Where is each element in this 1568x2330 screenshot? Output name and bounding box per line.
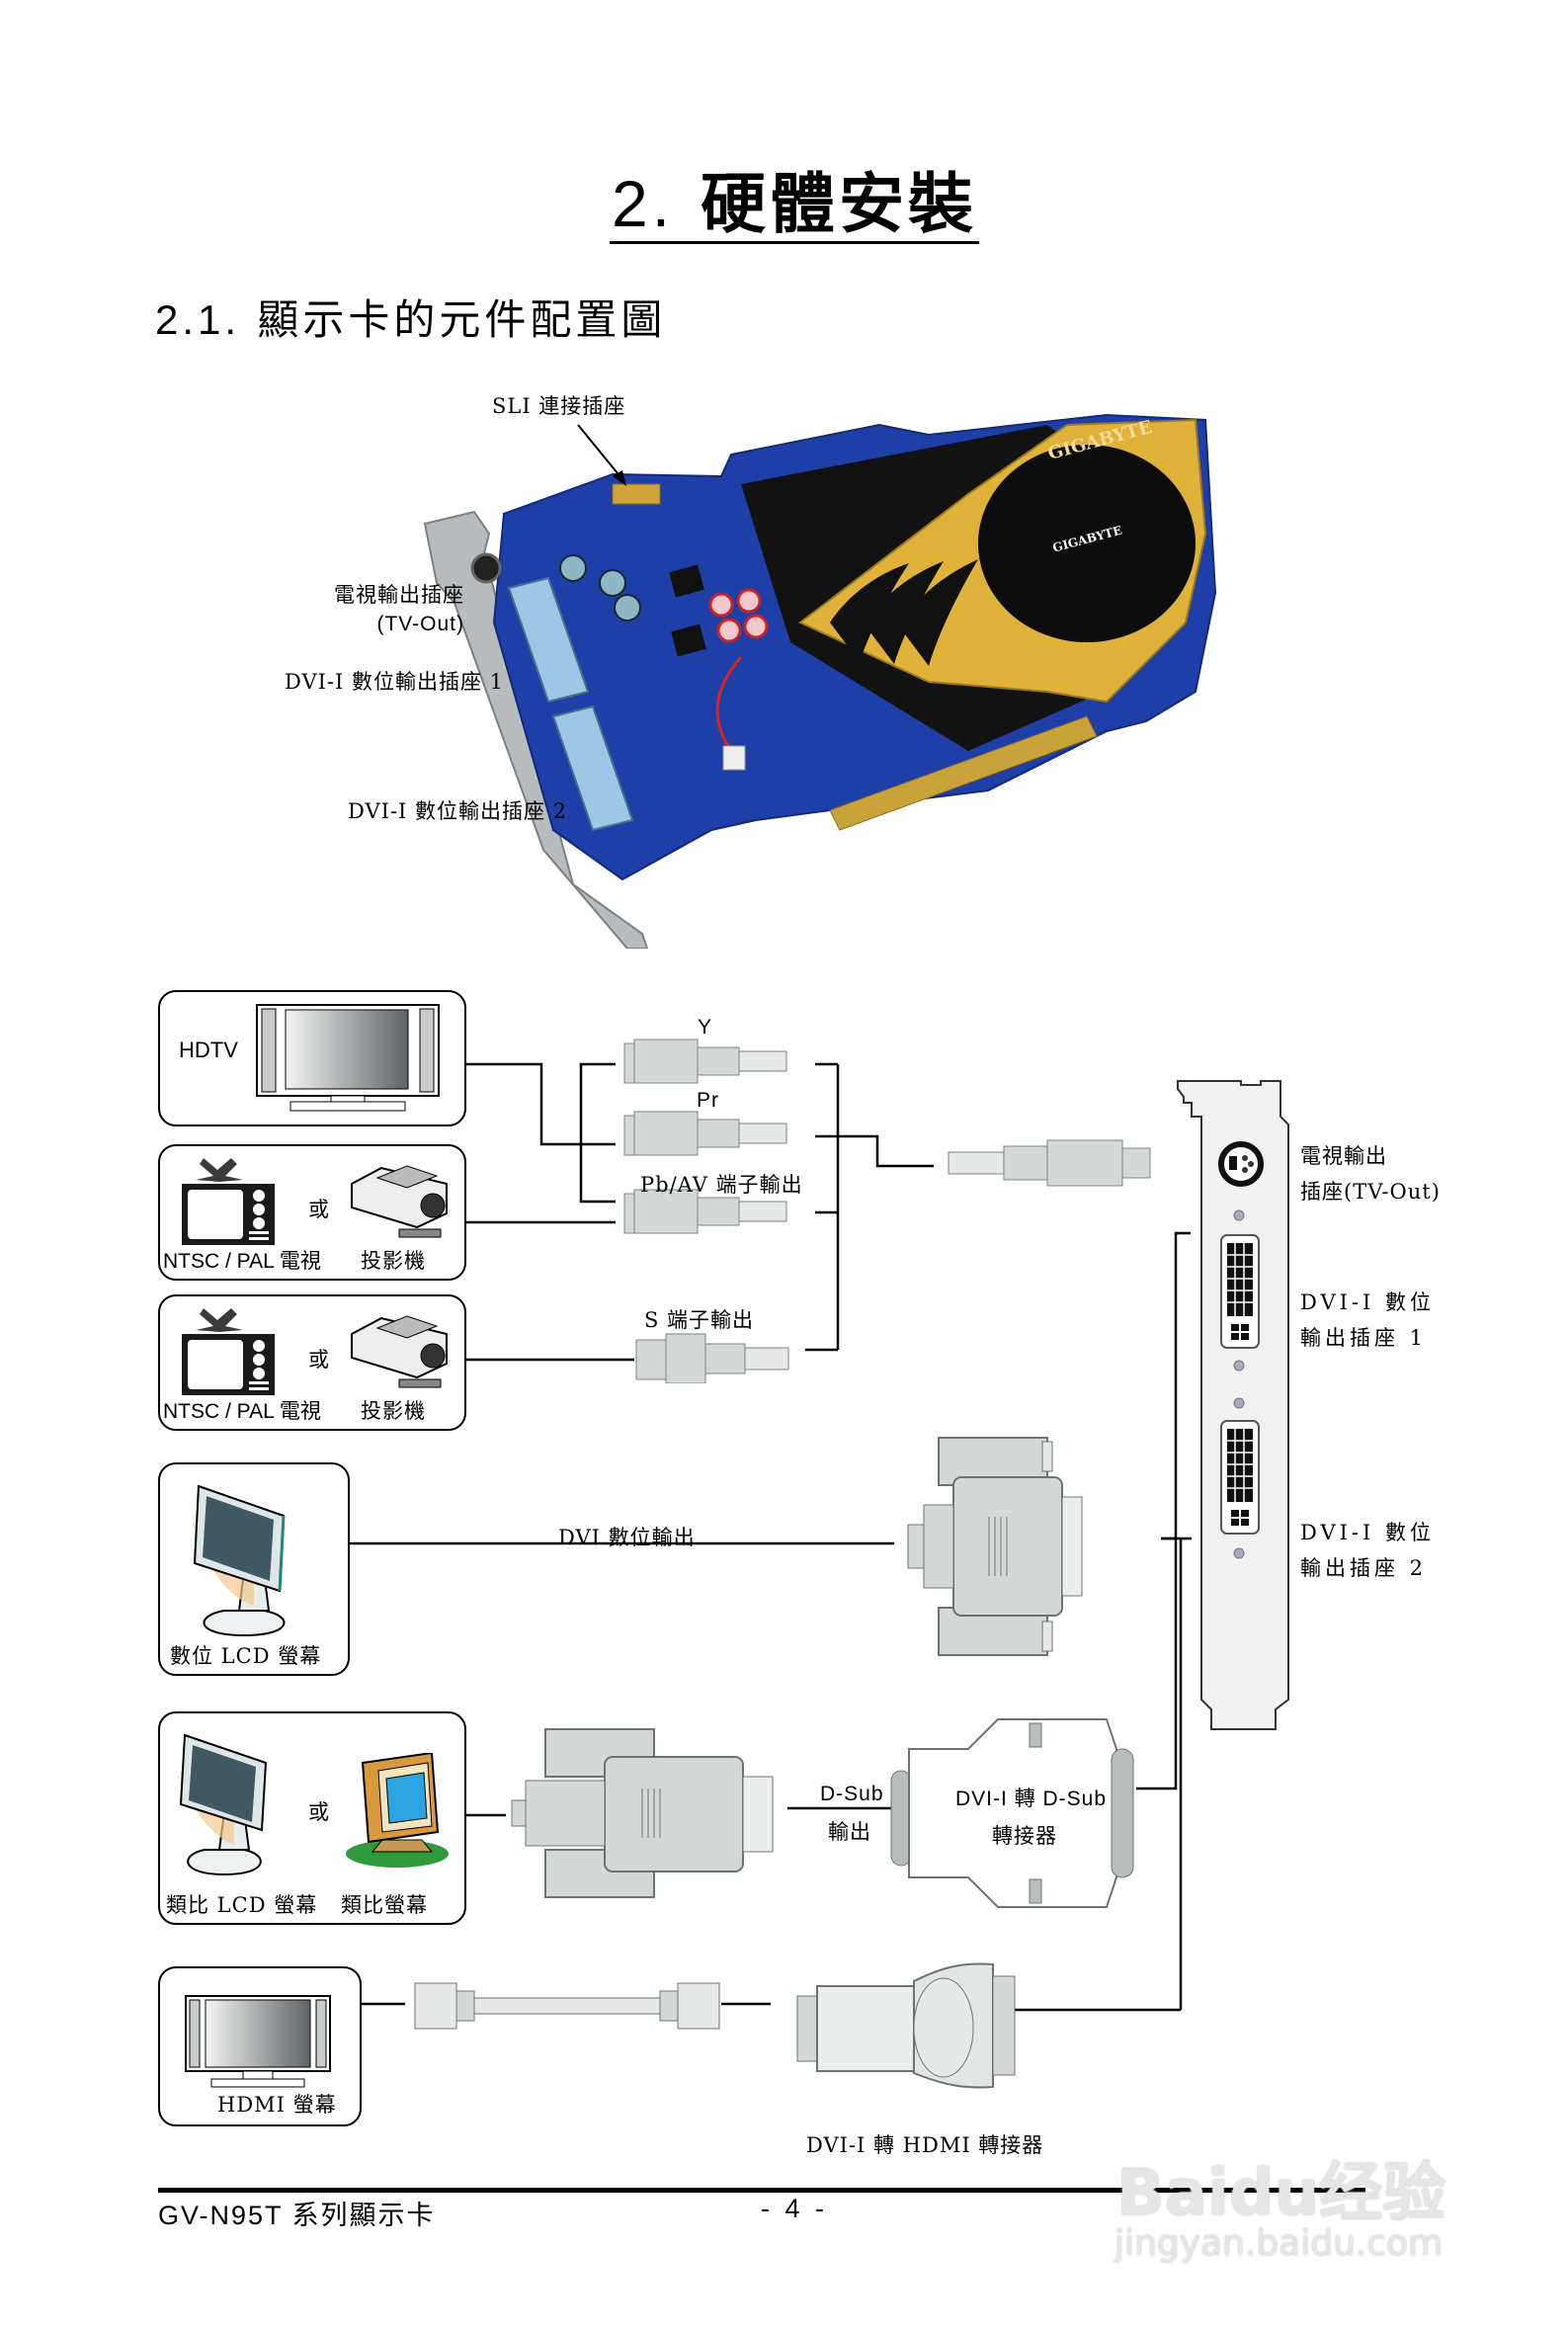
bracket-dvi-port-2 bbox=[1220, 1420, 1260, 1535]
projector-icon bbox=[351, 1315, 448, 1388]
digital-lcd-label: 數位 LCD 螢幕 bbox=[170, 1644, 322, 1668]
analog-lcd-label: 類比 LCD 螢幕 bbox=[166, 1893, 318, 1917]
section-text: 顯示卡的元件配置圖 bbox=[257, 295, 667, 344]
component-plugs bbox=[623, 1039, 789, 1383]
cable-s-video-label: S 端子輸出 bbox=[644, 1308, 755, 1332]
cable-pb-av-label: Pb/AV 端子輸出 bbox=[640, 1173, 803, 1197]
bracket-dvi-port-1 bbox=[1220, 1234, 1260, 1349]
tv-out-label: 電視輸出插座 bbox=[334, 583, 464, 607]
bracket-tv-out-label-1: 電視輸出 bbox=[1300, 1144, 1387, 1168]
tv-out-plug bbox=[948, 1139, 1151, 1187]
dvi-to-dsub-adapter bbox=[890, 1718, 1134, 1908]
dvi-out-label: DVI 數位輸出 bbox=[558, 1526, 696, 1549]
flat-tv-icon bbox=[256, 1004, 440, 1112]
sli-connector bbox=[612, 483, 661, 505]
dsub-out-label-1: D-Sub bbox=[820, 1783, 884, 1805]
page-title: 2. 硬體安裝 bbox=[610, 165, 980, 244]
projector-label: 投影機 bbox=[361, 1249, 426, 1273]
fan bbox=[978, 445, 1196, 642]
tv-projector-box-2: 或 NTSC / PAL 電視 投影機 bbox=[158, 1294, 466, 1431]
watermark-brand: Baidu经验 bbox=[1116, 2157, 1446, 2230]
bracket-diagram bbox=[1177, 1080, 1289, 1730]
pcie-gold-finger bbox=[829, 715, 1098, 831]
or-label: 或 bbox=[308, 1198, 330, 1221]
tv-out-label-en: (TV-Out) bbox=[376, 613, 464, 635]
dvi-to-hdmi-adapter bbox=[796, 1962, 1016, 2089]
crt-monitor-icon bbox=[346, 1753, 449, 1868]
hdtv-label: HDTV bbox=[179, 1038, 238, 1062]
dsub-out-label-2: 輸出 bbox=[828, 1820, 871, 1844]
sli-connector-label: SLI 連接插座 bbox=[492, 394, 626, 418]
projector-label: 投影機 bbox=[361, 1399, 426, 1423]
capacitors bbox=[559, 554, 641, 622]
rca-plug-pr bbox=[623, 1111, 787, 1156]
title-text: 硬體安裝 bbox=[701, 165, 978, 242]
dvi-cable-connector bbox=[907, 1437, 1083, 1656]
cable-y-label: Y bbox=[698, 1016, 713, 1039]
dvi-hdmi-adapter-label: DVI-I 轉 HDMI 轉接器 bbox=[806, 2133, 1044, 2157]
bracket-dvi2-label-2: 輸出插座 2 bbox=[1300, 1556, 1428, 1580]
red-capacitors bbox=[708, 588, 769, 643]
s-video-plug bbox=[635, 1333, 789, 1383]
cable-pr-label: Pr bbox=[697, 1089, 719, 1112]
bracket-tv-out-label-2: 插座(TV-Out) bbox=[1300, 1180, 1441, 1204]
or-label: 或 bbox=[308, 1348, 330, 1372]
ntsc-pal-tv-label: NTSC / PAL 電視 bbox=[163, 1400, 321, 1423]
analog-crt-label: 類比螢幕 bbox=[341, 1893, 428, 1917]
dvi-dsub-adapter-label-2: 轉接器 bbox=[992, 1824, 1057, 1848]
dsub-cable-connector bbox=[511, 1728, 774, 1898]
or-label: 或 bbox=[308, 1800, 330, 1824]
watermark-url: jingyan.baidu.com bbox=[1114, 2223, 1444, 2264]
crt-tv-icon bbox=[182, 1308, 275, 1395]
analog-monitor-box: 或 類比 LCD 螢幕 類比螢幕 bbox=[158, 1711, 466, 1925]
projector-icon bbox=[351, 1165, 448, 1238]
analog-lcd-icon bbox=[179, 1733, 268, 1876]
section-number: 2.1. bbox=[155, 296, 241, 343]
bracket-tv-out-port bbox=[1218, 1141, 1264, 1187]
dvi1-label: DVI-I 數位輸出插座 1 bbox=[285, 670, 505, 694]
dvi-port-1 bbox=[507, 576, 590, 704]
ntsc-pal-tv-label: NTSC / PAL 電視 bbox=[163, 1250, 321, 1273]
bracket-dvi1-label-2: 輸出插座 1 bbox=[1300, 1326, 1428, 1350]
hdmi-monitor-box: HDMI 螢幕 bbox=[158, 1966, 362, 2126]
dvi-dsub-adapter-label-1: DVI-I 轉 D-Sub bbox=[955, 1788, 1108, 1810]
bracket-dvi1-label-1: DVI-I 數位 bbox=[1300, 1290, 1435, 1314]
footer-rule bbox=[158, 2188, 1365, 2193]
crt-tv-icon bbox=[182, 1158, 275, 1245]
hdmi-monitor-icon bbox=[185, 1995, 331, 2088]
io-bracket bbox=[423, 510, 649, 949]
tv-projector-box-1: 或 NTSC / PAL 電視 投影機 bbox=[158, 1144, 466, 1281]
digital-lcd-box: 數位 LCD 螢幕 bbox=[158, 1462, 350, 1676]
hdmi-cable bbox=[414, 1982, 720, 2030]
hdtv-box: HDTV bbox=[158, 990, 466, 1126]
dvi2-label: DVI-I 數位輸出插座 2 bbox=[348, 799, 568, 823]
graphics-card-photo: GIGABYTE GIGABYTE bbox=[423, 413, 1217, 949]
dvi-port-2 bbox=[551, 705, 634, 832]
hdmi-monitor-label: HDMI 螢幕 bbox=[217, 2093, 337, 2117]
title-number: 2. bbox=[612, 167, 675, 240]
bracket-dvi2-label-1: DVI-I 數位 bbox=[1300, 1521, 1435, 1544]
rca-plug-pb bbox=[623, 1189, 787, 1234]
tv-out-port bbox=[470, 552, 502, 584]
page-number: - 4 - bbox=[761, 2194, 829, 2223]
lcd-monitor-icon bbox=[193, 1484, 286, 1637]
footer-product: GV-N95T 系列顯示卡 bbox=[158, 2201, 436, 2230]
rca-plug-y bbox=[623, 1039, 787, 1084]
section-heading: 2.1. 顯示卡的元件配置圖 bbox=[155, 287, 666, 347]
